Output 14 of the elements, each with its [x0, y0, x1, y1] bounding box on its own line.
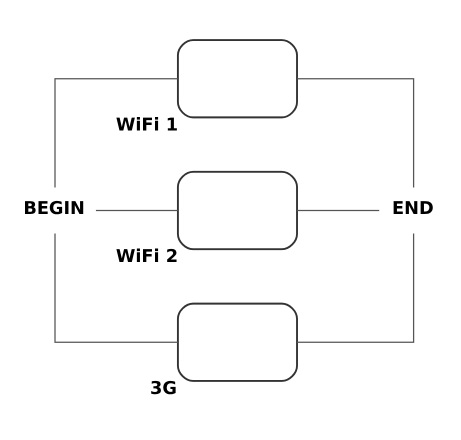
node-box — [176, 170, 298, 250]
node-label: WiFi 1 — [116, 115, 178, 136]
connector — [96, 210, 178, 212]
node-label: WiFi 2 — [116, 247, 178, 268]
node-text: BEGIN — [23, 198, 85, 219]
connector — [54, 233, 178, 343]
connector — [297, 78, 414, 188]
node-text: END — [392, 198, 434, 219]
node-box — [176, 39, 298, 118]
connector — [54, 78, 178, 188]
node-box — [176, 302, 298, 382]
connector — [297, 233, 414, 343]
connector — [297, 210, 380, 212]
node-label: 3G — [150, 378, 177, 399]
